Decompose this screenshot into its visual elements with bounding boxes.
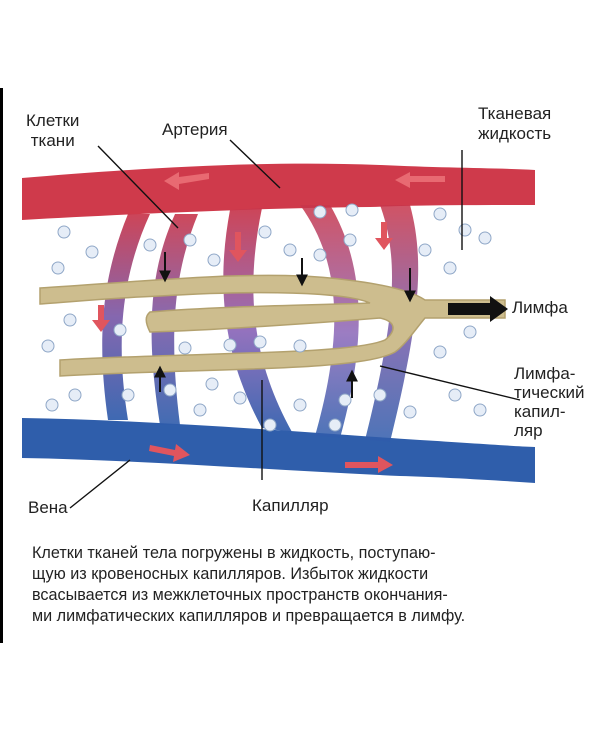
label-tissue-fluid: Тканевая жидкость	[478, 104, 552, 143]
label-vein: Вена	[28, 498, 68, 517]
lymph-outflow-arrow	[448, 296, 508, 322]
capillary-3	[300, 205, 359, 438]
capillary-flow-arrows	[92, 222, 393, 332]
artery-flow-arrows	[164, 172, 445, 190]
label-lymph-capillary: Лимфа- тический капил- ляр	[514, 364, 585, 440]
tissue-cells-group	[41, 203, 492, 432]
page-edge-bar	[0, 88, 3, 643]
label-pointers	[69, 139, 521, 509]
vein-vessel	[22, 418, 535, 483]
label-tissue-cells: Клетки ткани	[26, 111, 80, 150]
capillary-2	[223, 208, 292, 432]
vein-flow-arrows	[149, 444, 393, 473]
label-capillary: Капилляр	[252, 496, 329, 515]
fluid-movement-arrows	[154, 252, 416, 398]
figure-caption: Клетки тканей тела погружены в жидкость,…	[32, 544, 466, 625]
label-artery: Артерия	[162, 120, 228, 139]
label-lymph: Лимфа	[512, 298, 568, 317]
